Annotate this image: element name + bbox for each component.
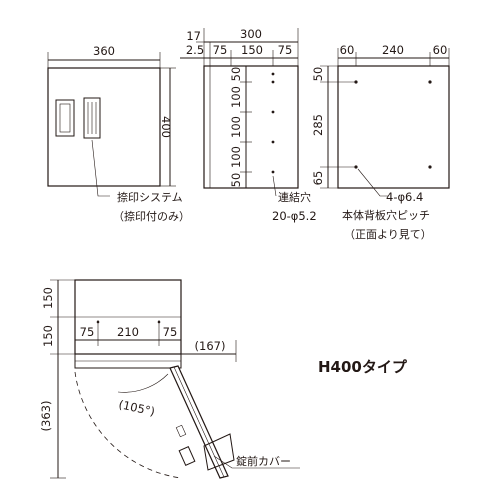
mounting-hole-leader	[357, 168, 388, 197]
plan-left-dimension-open: (363)	[39, 401, 53, 432]
side-hole-span: 150	[241, 43, 263, 57]
door-angle: (105°)	[117, 397, 156, 418]
door-angle-arc	[117, 373, 169, 393]
back-top-dimension-right: 60	[433, 43, 448, 57]
plan-horizontal-dimension-left: 75	[80, 325, 95, 339]
side-depth-dimension: 300	[240, 27, 262, 41]
front-height-dimension: 400	[159, 116, 173, 138]
open-door	[169, 365, 229, 479]
door-swing-arc	[74, 371, 182, 479]
side-vertical-dimension-2: 100	[229, 86, 243, 108]
connection-holes	[271, 72, 275, 174]
side-vertical-dimension-4: 100	[229, 146, 243, 168]
side-vertical-dimension-5: 50	[229, 173, 243, 188]
plan-view: 150 150 (363) 75 210 75 (167) (105°)	[39, 279, 300, 479]
plan-connection-holes	[96, 320, 161, 324]
back-left-dimension-top: 50	[311, 67, 325, 82]
side-vertical-dimension-1: 50	[229, 67, 243, 82]
side-offset-dimension: 17	[186, 29, 201, 43]
back-view: 60 240 60 50 285 65 4-φ6.4 本体背板穴ピッチ （正面よ…	[311, 43, 450, 241]
back-top-dimension-center: 240	[382, 43, 404, 57]
front-view: 360 400 捺印システム （捺印付のみ）	[47, 44, 190, 223]
back-body	[337, 65, 450, 189]
back-top-dimension-left: 60	[340, 43, 355, 57]
side-view: 300 17 2.5 75 150 75 50 100 100 100 50 連…	[180, 27, 317, 223]
stamp-system-leader	[91, 139, 110, 197]
side-hole-offset-right: 75	[278, 43, 293, 57]
connection-hole-spec: 20-φ5.2	[272, 209, 317, 223]
connection-hole-label: 連結穴	[278, 190, 311, 204]
stamp-system-panel	[55, 97, 101, 139]
side-edge-dimension: 2.5	[186, 43, 204, 57]
lock-cover-label: 錠前カバー	[236, 454, 291, 468]
stamp-system-note: （捺印付のみ）	[113, 209, 190, 223]
back-left-dimension-middle: 285	[311, 114, 325, 136]
plan-horizontal-dimension-right: 75	[163, 325, 178, 339]
back-left-dimension-bottom: 65	[311, 171, 325, 186]
lock-cover	[175, 424, 235, 471]
stamp-system-label: 捺印システム	[117, 190, 183, 204]
mounting-holes	[354, 80, 432, 169]
type-label: H400タイプ	[318, 358, 408, 376]
side-body	[203, 65, 299, 189]
mounting-hole-label: 本体背板穴ピッチ	[342, 208, 430, 222]
side-vertical-dimension-3: 100	[229, 116, 243, 138]
plan-horizontal-dimension-center: 210	[117, 325, 139, 339]
plan-left-dimension-middle: 150	[41, 325, 55, 347]
connection-hole-leader	[272, 175, 277, 197]
mounting-hole-spec: 4-φ6.4	[386, 190, 423, 204]
front-body	[47, 67, 161, 187]
mounting-hole-note: （正面より見て）	[344, 228, 432, 241]
lock-cover-leader	[213, 455, 300, 469]
front-width-dimension: 360	[93, 44, 115, 58]
plan-left-dimension-top: 150	[41, 287, 55, 309]
side-hole-offset-left: 75	[213, 43, 228, 57]
open-depth-dimension: (167)	[195, 339, 226, 353]
